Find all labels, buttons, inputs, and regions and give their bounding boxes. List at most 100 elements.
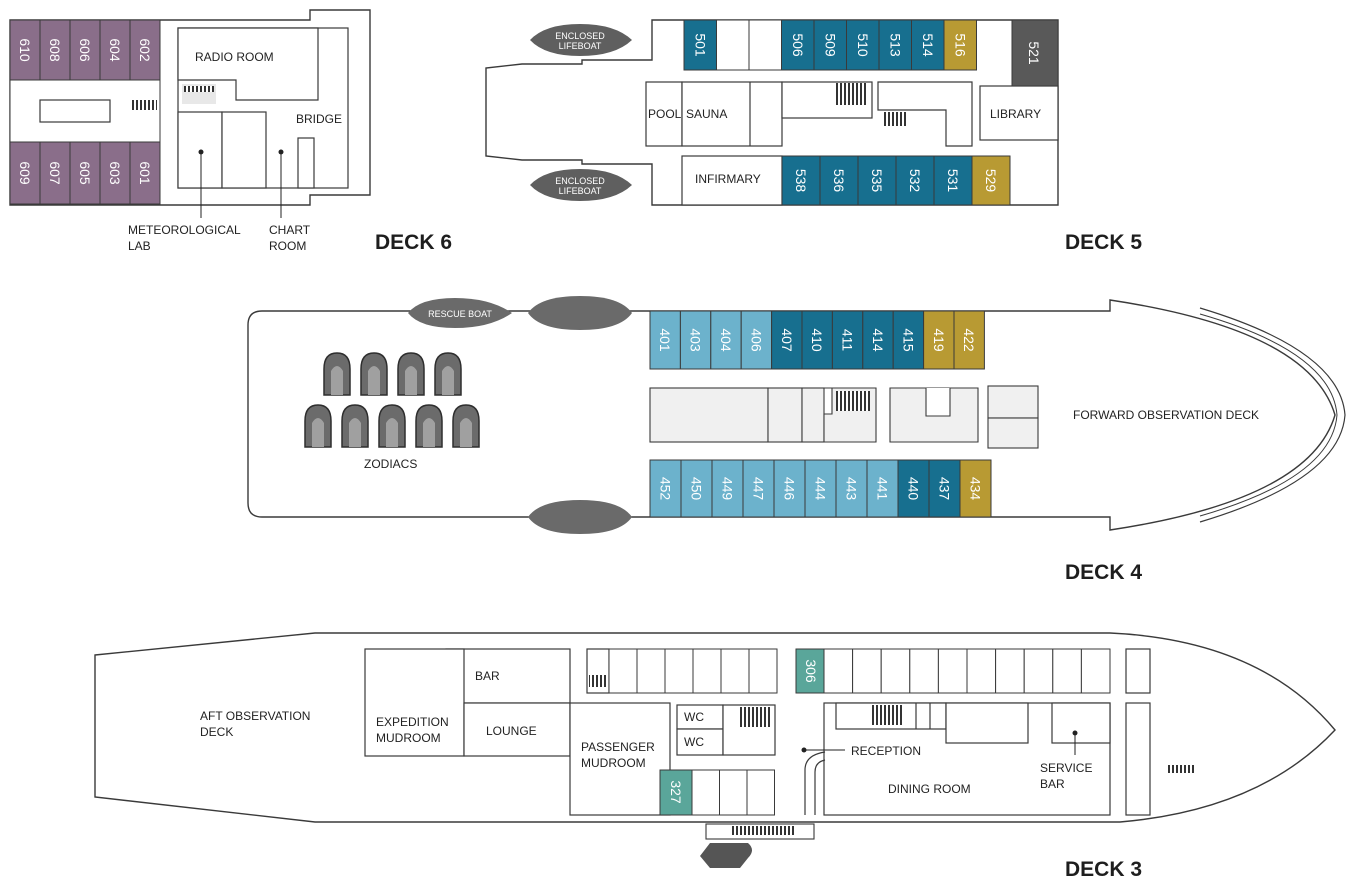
cabin-603[interactable] bbox=[99, 141, 131, 205]
cabin-label: 602 bbox=[137, 38, 153, 62]
cabin-510[interactable] bbox=[846, 19, 880, 71]
cabin-label: 447 bbox=[751, 477, 767, 501]
cabin-306-label: 306 bbox=[803, 659, 819, 683]
aft-observation-label-2: DECK bbox=[200, 725, 233, 739]
deck-4-bow-rail-inner bbox=[1199, 313, 1338, 517]
cabin-604[interactable] bbox=[99, 19, 131, 81]
cabin-unnumbered[interactable] bbox=[995, 648, 1025, 694]
stairs-icon bbox=[184, 86, 214, 92]
tender-boat-icon bbox=[700, 843, 752, 868]
cabin-443[interactable] bbox=[835, 459, 868, 518]
cabin-label: 536 bbox=[831, 169, 847, 193]
cabin-unnumbered[interactable] bbox=[1052, 648, 1082, 694]
forward-observation-label: FORWARD OBSERVATION DECK bbox=[1073, 408, 1259, 422]
cabin-509[interactable] bbox=[813, 19, 847, 71]
cabin-unnumbered[interactable] bbox=[746, 769, 775, 816]
cabin-506[interactable] bbox=[781, 19, 815, 71]
deck-4-room bbox=[987, 385, 1039, 419]
cabin-532[interactable] bbox=[895, 155, 935, 206]
cabin-label: 414 bbox=[870, 328, 886, 352]
wc-label-2: WC bbox=[684, 735, 704, 749]
cabin-unnumbered[interactable] bbox=[823, 648, 854, 694]
cabin-536[interactable] bbox=[819, 155, 859, 206]
pool-label: POOL bbox=[648, 107, 682, 121]
zodiac-icon-inner bbox=[442, 366, 454, 395]
cabin-414[interactable] bbox=[862, 310, 894, 370]
cabin-419[interactable] bbox=[923, 310, 955, 370]
cabin-450[interactable] bbox=[680, 459, 713, 518]
cabin-444[interactable] bbox=[804, 459, 837, 518]
cabin-unnumbered[interactable] bbox=[748, 648, 778, 694]
cabin-521-label: 521 bbox=[1026, 41, 1042, 65]
cabin-unnumbered[interactable] bbox=[937, 648, 968, 694]
lifeboat-label: ENCLOSED bbox=[555, 176, 605, 186]
cabin-label: 501 bbox=[692, 33, 708, 57]
cabin-514[interactable] bbox=[911, 19, 945, 71]
cabin-unnumbered[interactable] bbox=[719, 769, 748, 816]
wc-2 bbox=[676, 728, 724, 756]
cabin-label: 608 bbox=[47, 38, 63, 62]
cabin-unnumbered[interactable] bbox=[636, 648, 666, 694]
lifeboat-icon bbox=[530, 169, 632, 201]
cabin-label: 604 bbox=[107, 38, 123, 62]
cabin-516[interactable] bbox=[943, 19, 977, 71]
cabin-602[interactable] bbox=[129, 19, 161, 81]
cabin-306[interactable] bbox=[795, 648, 825, 694]
passenger-mudroom bbox=[569, 702, 671, 816]
cabin-unnumbered[interactable] bbox=[1023, 648, 1054, 694]
cabin-unnumbered[interactable] bbox=[1080, 648, 1111, 694]
reception-label: RECEPTION bbox=[851, 744, 921, 758]
cabin-403[interactable] bbox=[679, 310, 712, 370]
cabin-440[interactable] bbox=[897, 459, 930, 518]
cabin-unnumbered[interactable] bbox=[720, 648, 750, 694]
cabin-601[interactable] bbox=[129, 141, 161, 205]
bow-room bbox=[1125, 702, 1151, 816]
zodiac-icon-inner bbox=[460, 418, 472, 447]
cabin-327[interactable] bbox=[659, 769, 693, 816]
cabin-unnumbered[interactable] bbox=[664, 648, 694, 694]
cabin-410[interactable] bbox=[801, 310, 833, 370]
dining-room-label: DINING ROOM bbox=[888, 782, 971, 796]
cabin-521[interactable] bbox=[1011, 19, 1059, 87]
cabin-label: 605 bbox=[77, 161, 93, 185]
cabin-407[interactable] bbox=[771, 310, 803, 370]
cabin-406[interactable] bbox=[740, 310, 773, 370]
cabin-label: 411 bbox=[840, 329, 856, 352]
cabin-434[interactable] bbox=[959, 459, 992, 518]
cabin-unnumbered[interactable] bbox=[880, 648, 911, 694]
cabin-606[interactable] bbox=[69, 19, 101, 81]
cabin-513[interactable] bbox=[878, 19, 912, 71]
cabin-609[interactable] bbox=[9, 141, 41, 205]
cabin-449[interactable] bbox=[711, 459, 744, 518]
zodiac-icon-inner bbox=[368, 366, 380, 395]
cabin-608[interactable] bbox=[39, 19, 71, 81]
expedition-mudroom-label-2: MUDROOM bbox=[376, 731, 441, 745]
cabin-unnumbered[interactable] bbox=[909, 648, 939, 694]
cabin-unnumbered[interactable] bbox=[966, 648, 997, 694]
cabin-label: 446 bbox=[782, 477, 798, 501]
cabin-610[interactable] bbox=[9, 19, 41, 81]
cabin-501[interactable] bbox=[683, 19, 717, 71]
cabin-label: 606 bbox=[77, 38, 93, 62]
cabin-529[interactable] bbox=[971, 155, 1011, 206]
cabin-label: 407 bbox=[779, 328, 795, 352]
cabin-label: 535 bbox=[869, 169, 885, 193]
zodiac-icon-inner bbox=[386, 418, 398, 447]
cabin-437[interactable] bbox=[928, 459, 961, 518]
lifeboat-label: ENCLOSED bbox=[555, 31, 605, 41]
cabin-401[interactable] bbox=[649, 310, 681, 370]
cabin-unnumbered[interactable] bbox=[852, 648, 882, 694]
cabin-446[interactable] bbox=[773, 459, 806, 518]
cabin-unnumbered[interactable] bbox=[748, 19, 782, 71]
stairs-icon bbox=[870, 705, 904, 725]
cabin-label: 440 bbox=[906, 477, 922, 501]
cabin-unnumbered[interactable] bbox=[716, 19, 750, 71]
cabin-411[interactable] bbox=[831, 310, 864, 370]
cabin-531[interactable] bbox=[933, 155, 973, 206]
cabin-unnumbered[interactable] bbox=[692, 648, 722, 694]
cabin-422[interactable] bbox=[953, 310, 985, 370]
cabin-unnumbered[interactable] bbox=[691, 769, 720, 816]
cabin-unnumbered[interactable] bbox=[608, 648, 638, 694]
